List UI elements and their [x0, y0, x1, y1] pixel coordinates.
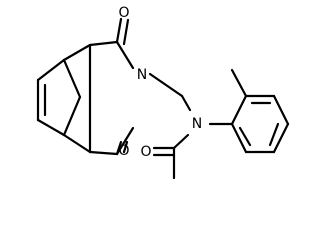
double-bond — [122, 18, 130, 46]
bond — [230, 94, 248, 126]
bond — [36, 118, 66, 137]
bond — [88, 40, 119, 47]
double-bond — [122, 140, 129, 154]
bond — [115, 40, 135, 70]
bond — [172, 133, 190, 150]
ketone-oxygen-bottom-label: O — [118, 143, 129, 159]
bond — [115, 126, 135, 156]
bond — [88, 150, 119, 156]
methyl-bond — [230, 68, 248, 98]
chemical-structure-diagram: O O N N O — [36, 5, 290, 180]
bond — [62, 58, 82, 99]
acetyl-oxygen-label: O — [140, 144, 151, 160]
ketone-oxygen-top-label: O — [118, 5, 129, 21]
double-bond — [115, 17, 123, 44]
bond — [230, 122, 248, 154]
imide-nitrogen-label: N — [137, 67, 147, 83]
bond — [272, 94, 290, 126]
tolyl-ring — [208, 68, 290, 154]
linker-and-acetamide — [148, 72, 192, 180]
bond — [272, 122, 290, 154]
bond — [62, 43, 92, 62]
bond — [62, 133, 92, 154]
bond — [36, 58, 66, 82]
bond — [180, 94, 192, 112]
norbornene-ring — [36, 43, 92, 154]
imide-ring — [88, 17, 135, 156]
aromatic-double-bond — [268, 122, 280, 147]
bond — [62, 95, 82, 137]
double-bond — [115, 140, 123, 156]
aromatic-double-bond — [238, 126, 252, 147]
bond — [148, 72, 184, 98]
amide-nitrogen-label: N — [192, 116, 202, 132]
